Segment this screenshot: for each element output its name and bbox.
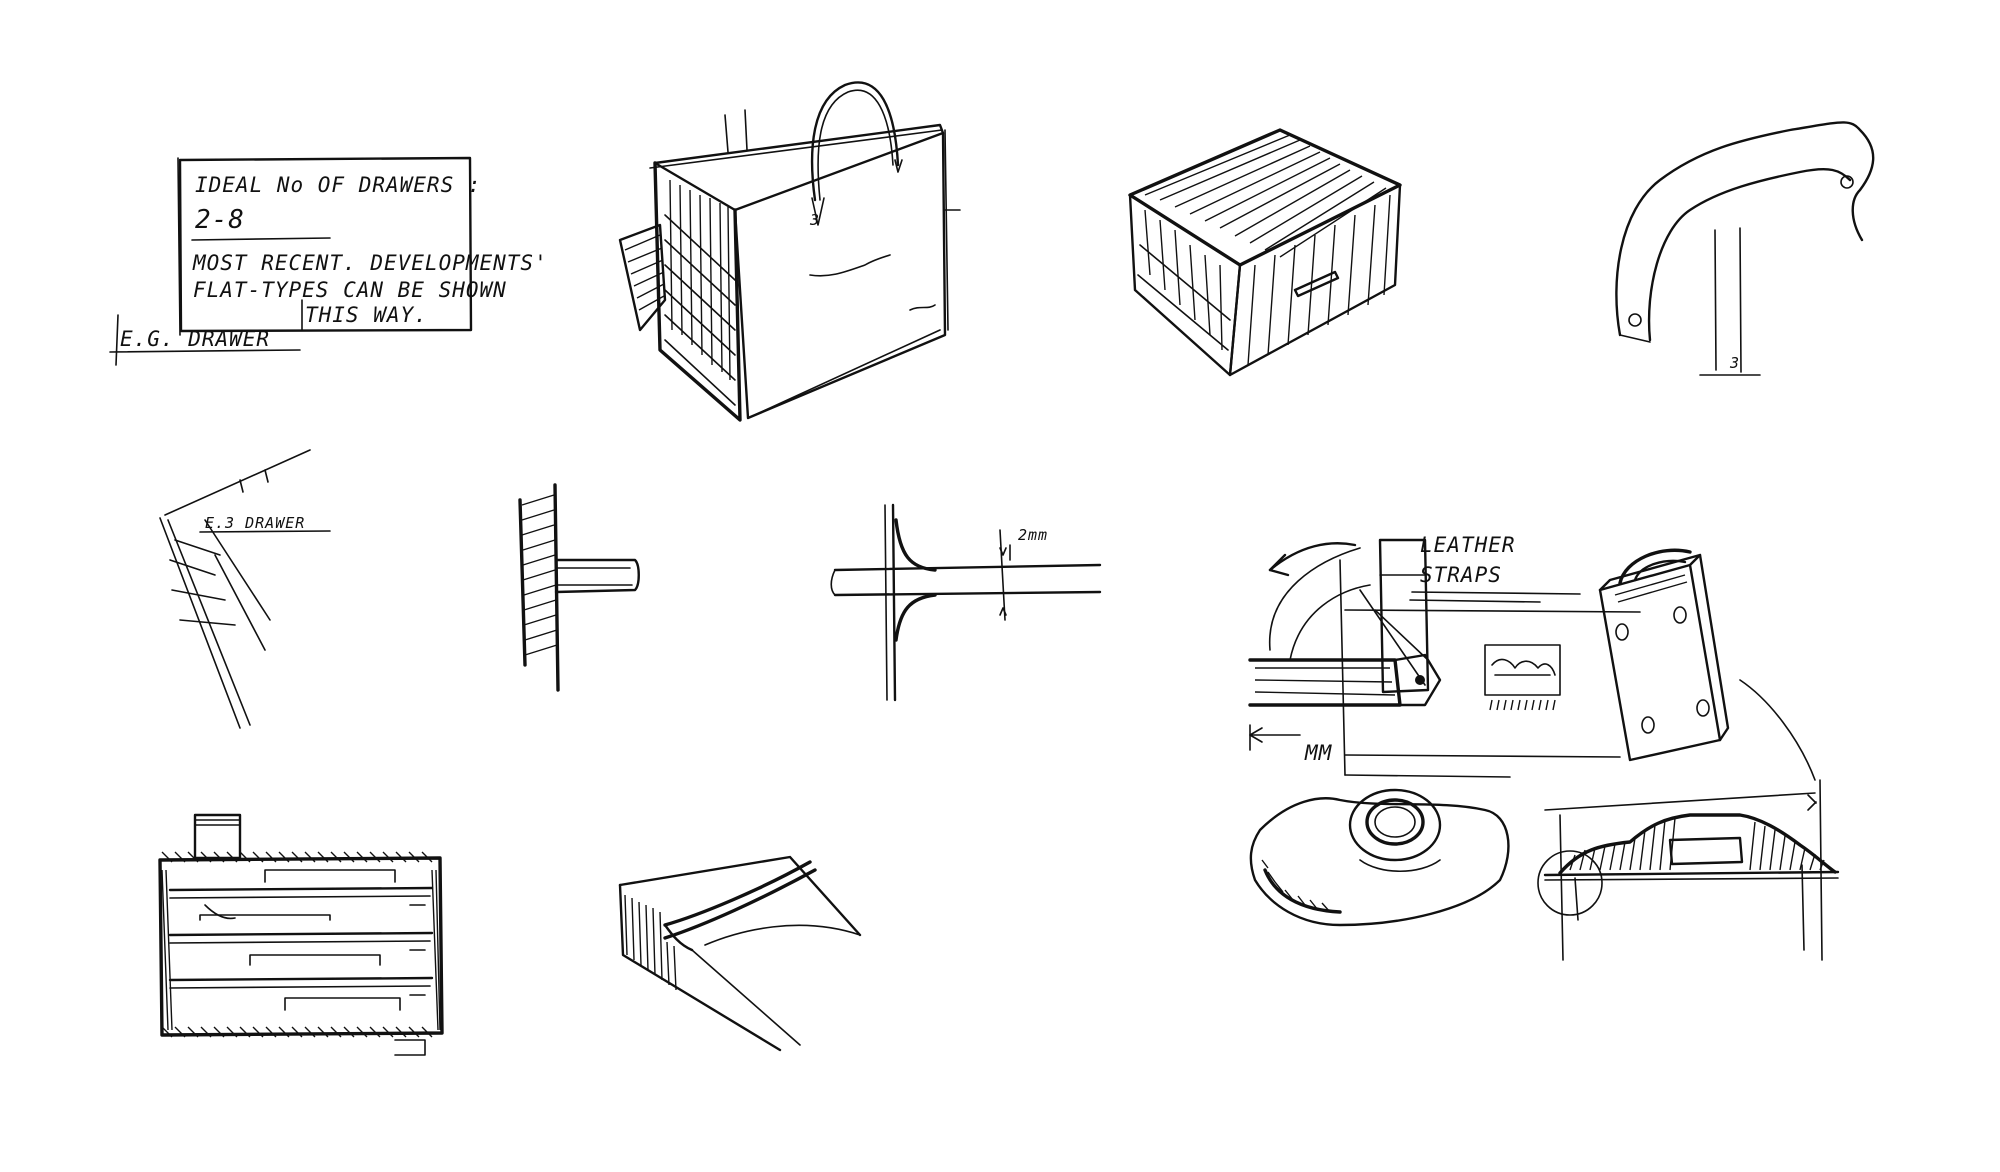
drawer-section-sketch — [158, 813, 444, 1056]
strap-rivet — [1415, 675, 1425, 685]
bag-rivet-4 — [1696, 699, 1710, 717]
handle-rivet-right — [1840, 175, 1854, 189]
ring-plate-sketch — [1249, 788, 1510, 927]
bag-rivet-3 — [1641, 716, 1655, 734]
edge-detail-sketch: 2mm — [830, 503, 1102, 702]
notes-line-5: THIS WAY. — [305, 303, 428, 327]
section-elevation-sketch — [1537, 779, 1840, 961]
bag-rivet-2 — [1673, 606, 1687, 624]
leather-straps-title-2: STRAPS — [1420, 563, 1502, 587]
handle-dim-label: 3 — [1729, 354, 1740, 372]
drawer-angle-sketch: E.3 DRAWER — [159, 449, 331, 729]
leather-straps-sketch: LEATHER STRAPS MM — [1248, 533, 1816, 781]
notes-line-1: IDEAL No OF DRAWERS : — [195, 173, 482, 197]
notes-line-2: 2-8 — [195, 205, 245, 235]
bag-rivet-1 — [1615, 623, 1629, 641]
edge-dim-label: 2mm — [1018, 526, 1048, 544]
drawer-angle-label: E.3 DRAWER — [205, 514, 305, 532]
notes-line-4: FLAT-TYPES CAN BE SHOWN — [193, 278, 507, 302]
notes-line-3: MOST RECENT. DEVELOPMENTS' — [192, 251, 548, 275]
ring-inner — [1365, 798, 1425, 846]
notes-box: IDEAL No OF DRAWERS : 2-8 MOST RECENT. D… — [109, 156, 548, 366]
cabinet-with-handle-sketch: 3 — [618, 81, 961, 422]
handle-detail-sketch: 3 — [1615, 121, 1875, 376]
ring-outer — [1348, 788, 1442, 862]
hatched-drawer-box-sketch — [1128, 128, 1402, 377]
corner-detail-sketch — [618, 855, 862, 1052]
detail-callout-circle — [1537, 850, 1603, 916]
cabinet-dim-label: 3 — [809, 211, 820, 229]
handle-rivet-left — [1628, 313, 1642, 327]
notes-drawer-label: E.G. DRAWER — [120, 327, 270, 351]
leather-straps-dim-label: MM — [1304, 741, 1333, 765]
leather-straps-title-1: LEATHER — [1420, 533, 1516, 557]
ring-hole — [1374, 806, 1416, 838]
wall-shelf-section-sketch — [518, 483, 640, 692]
